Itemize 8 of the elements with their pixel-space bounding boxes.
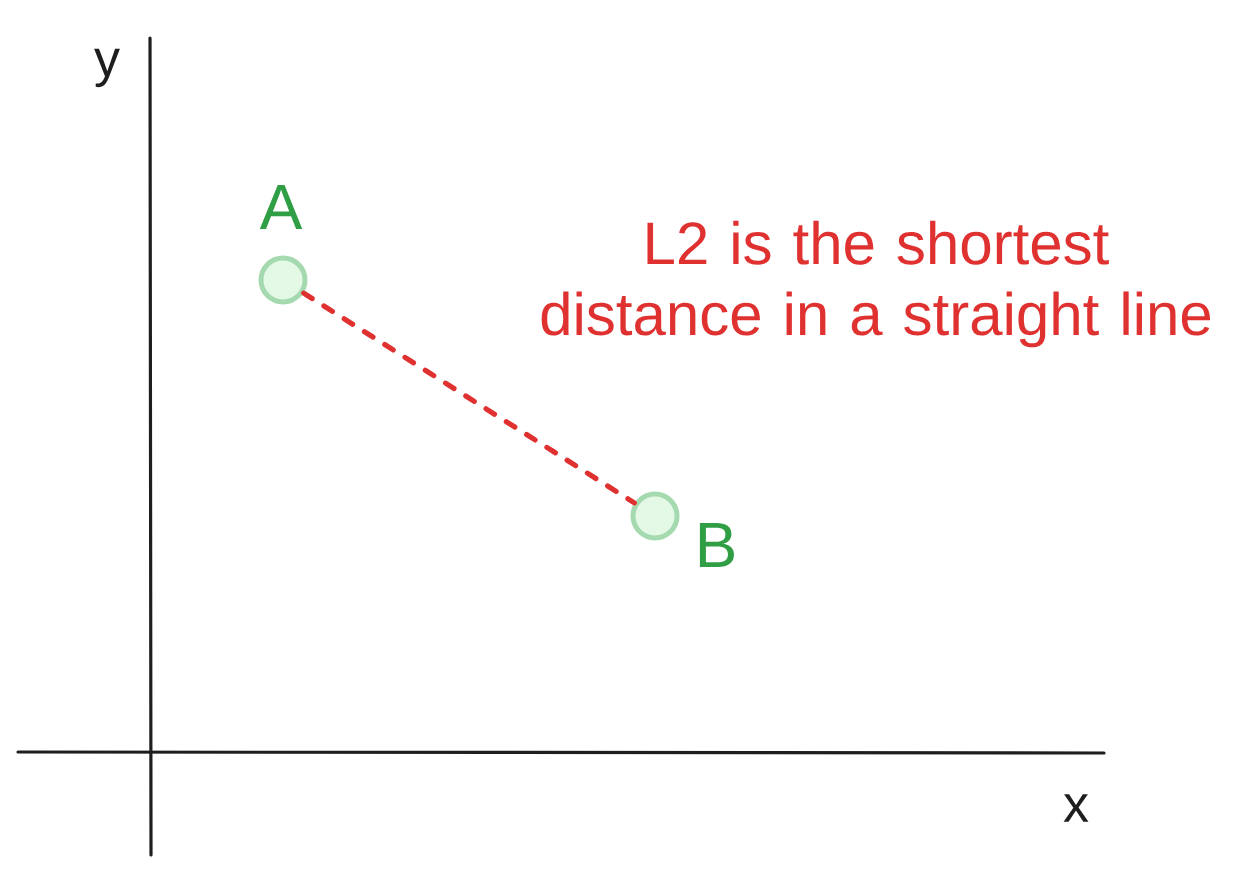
point-label: B (699, 523, 734, 567)
axis-label: y (94, 48, 120, 88)
note-text: L2 is the shortest distance in a straight line (541, 220, 1211, 348)
point-circle (258, 255, 308, 305)
dashed-line (301, 290, 637, 506)
axis-label: x (1063, 794, 1089, 822)
point-label: A (259, 185, 303, 229)
point-circle (630, 491, 680, 541)
